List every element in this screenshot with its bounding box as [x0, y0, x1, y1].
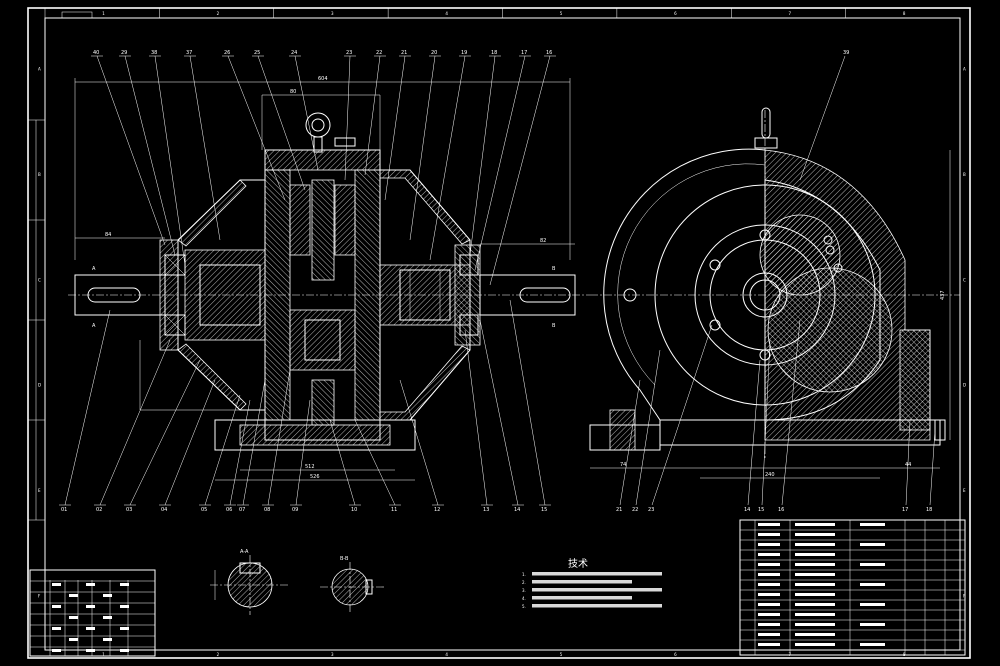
technical-notes: 技术 1. 2. 3. 4. 5. [522, 557, 662, 609]
left-table [29, 569, 156, 657]
dim-side-right: 44 [905, 462, 911, 468]
border-number: 2 [217, 652, 220, 657]
note-item: 2. [522, 580, 526, 585]
border-number: 7 [788, 11, 791, 16]
callout-top: 21 [401, 50, 407, 56]
callout-side-bottom: 15 [758, 507, 764, 513]
dim-overall: 604 [318, 76, 328, 82]
dim-side-height: 437 [940, 290, 946, 300]
callout-top: 24 [291, 50, 297, 56]
callout-bottom: 11 [391, 507, 397, 513]
border-number: 6 [674, 652, 677, 657]
border-letter: D [38, 383, 41, 388]
border-letter: F [38, 593, 41, 598]
section-marker-a-bottom: A [92, 323, 96, 329]
callout-bottom: 13 [483, 507, 489, 513]
section-marker-b-bottom: B [552, 323, 556, 329]
front-section-view: 604 80 84 A A [59, 50, 590, 513]
callout-top: 18 [491, 50, 497, 56]
dim-bottom-total: 526 [310, 474, 320, 480]
callout-top: 37 [186, 50, 192, 56]
callout-side-bottom: 14 [744, 507, 750, 513]
section-b-label: B-B [340, 556, 349, 562]
side-view: 74 240 44 437 39 21 22 23 14 15 16 17 18 [589, 50, 960, 513]
callout-side-bottom: 23 [648, 507, 654, 513]
border-number: 1 [102, 652, 105, 657]
border-number: 5 [560, 652, 563, 657]
border-number: 4 [445, 11, 448, 16]
callout-top: 20 [431, 50, 437, 56]
dim-shaft-right: 82 [540, 238, 546, 244]
callout-top: 29 [121, 50, 127, 56]
border-letter: E [38, 488, 41, 493]
border-number: 3 [331, 652, 334, 657]
section-b: B-B [320, 556, 385, 612]
border-number: 4 [445, 652, 448, 657]
left-sidebar [28, 119, 45, 521]
callout-top: 17 [521, 50, 527, 56]
dim-top: 80 [290, 89, 296, 95]
callout-top: 40 [93, 50, 99, 56]
border-number: 8 [903, 11, 906, 16]
border-letter: B [963, 172, 966, 177]
callout-top: 26 [224, 50, 230, 56]
border-letter: D [963, 383, 966, 388]
callout-top: 25 [254, 50, 260, 56]
section-marker-b-top: B [552, 266, 556, 272]
callout-side-bottom: 16 [778, 507, 784, 513]
callout-bottom: 09 [292, 507, 298, 513]
callout-side-top: 39 [843, 50, 849, 56]
note-item: 3. [522, 588, 526, 593]
callout-bottom: 15 [541, 507, 547, 513]
callout-bottom: 02 [96, 507, 102, 513]
border-number: 1 [102, 11, 105, 16]
callout-top: 22 [376, 50, 382, 56]
dim-side-left: 74 [620, 462, 626, 468]
border-letter: B [38, 172, 41, 177]
callout-side-bottom: 22 [632, 507, 638, 513]
section-a-label: A-A [240, 549, 249, 555]
callout-bottom: 08 [264, 507, 270, 513]
dim-bottom-span: 512 [305, 464, 315, 470]
callout-top: 19 [461, 50, 467, 56]
callout-side-bottom: 21 [616, 507, 622, 513]
border-number: 5 [560, 11, 563, 16]
callout-bottom: 05 [201, 507, 207, 513]
callout-bottom: 12 [434, 507, 440, 513]
section-a: A-A [210, 549, 290, 615]
border-letter: A [963, 67, 966, 72]
callout-top: 23 [346, 50, 352, 56]
border-letter: C [963, 277, 966, 282]
parts-list [739, 519, 966, 656]
callout-side-bottom: 18 [926, 507, 932, 513]
note-item: 4. [522, 596, 526, 601]
callout-bottom: 14 [514, 507, 520, 513]
section-marker-a-top: A [92, 266, 96, 272]
callout-bottom: 06 [226, 507, 232, 513]
note-item: 1. [522, 572, 526, 577]
border-letter: A [38, 67, 41, 72]
border-letter: E [963, 488, 966, 493]
border-number: 2 [217, 11, 220, 16]
callout-bottom: 01 [61, 507, 67, 513]
border-number: 6 [674, 11, 677, 16]
callout-bottom: 04 [161, 507, 167, 513]
note-item: 5. [522, 604, 526, 609]
border-letter: C [38, 277, 41, 282]
callout-top: 38 [151, 50, 157, 56]
dim-side-width: 240 [765, 472, 775, 478]
callout-bottom: 07 [239, 507, 245, 513]
notes-heading: 技术 [568, 557, 588, 570]
callout-bottom: 03 [126, 507, 132, 513]
callout-bottom: 10 [351, 507, 357, 513]
border-number: 3 [331, 11, 334, 16]
callout-top: 16 [546, 50, 552, 56]
callout-side-bottom: 17 [902, 507, 908, 513]
dim-shaft-left: 84 [105, 232, 111, 238]
